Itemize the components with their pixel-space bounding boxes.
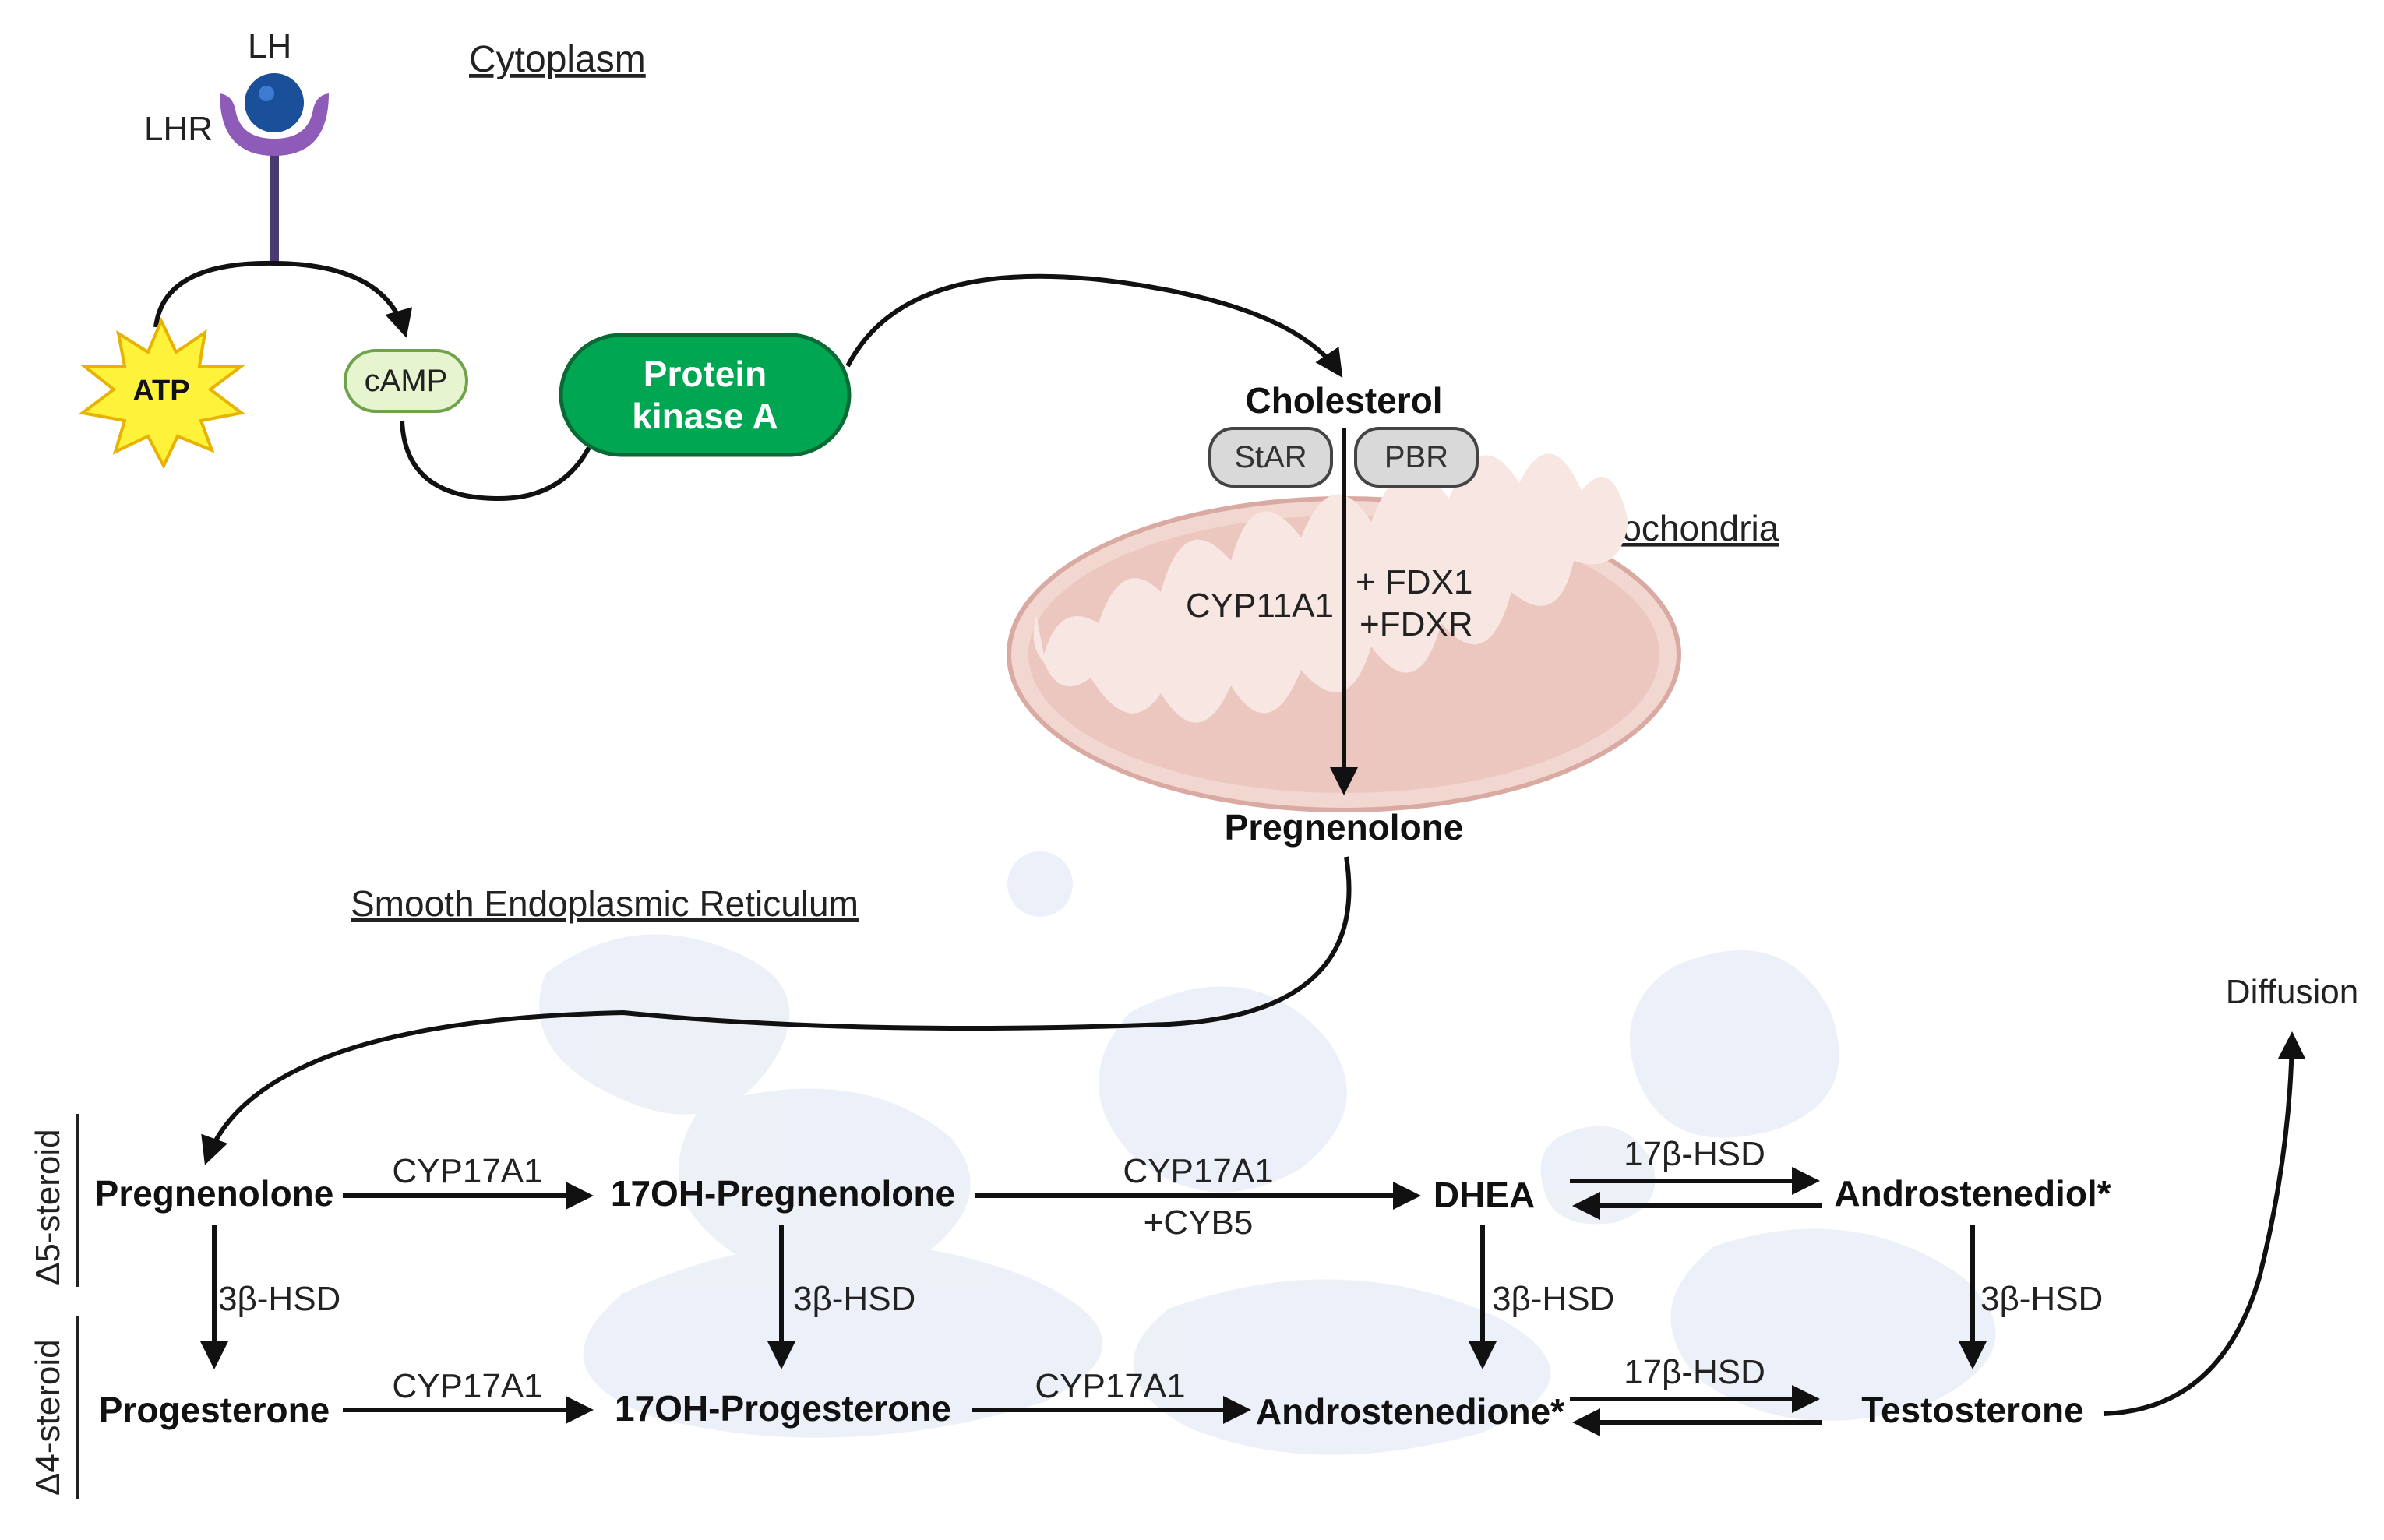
cyp17a1-label-1: CYP17A1 — [392, 1152, 542, 1190]
star-label: StAR — [1234, 440, 1307, 474]
atp-to-camp-arrow — [153, 260, 413, 338]
17oh-pregnenolone-label: 17OH-Pregnenolone — [611, 1173, 955, 1214]
fdx1-label: + FDX1 — [1356, 563, 1472, 601]
17oh-progesterone-label: 17OH-Progesterone — [615, 1388, 951, 1429]
lh-receptor — [220, 73, 329, 265]
cholesterol-label: Cholesterol — [1245, 380, 1442, 421]
camp-label: cAMP — [365, 364, 448, 398]
3b-hsd-label-1: 3β-HSD — [218, 1280, 340, 1318]
cytoplasm-label: Cytoplasm — [469, 39, 646, 80]
pbr-label: PBR — [1384, 440, 1448, 474]
androstenedione-label: Androstenedione* — [1256, 1391, 1564, 1432]
dhea-label: DHEA — [1434, 1175, 1535, 1215]
camp-to-pka-arrow — [400, 416, 607, 502]
testosterone-diffusion-arrow — [2103, 1031, 2306, 1416]
delta5-label: Δ5-steroid — [29, 1129, 67, 1285]
testosterone-label: Testosterone — [1861, 1390, 2083, 1430]
cyp11a1-label: CYP11A1 — [1186, 587, 1334, 625]
progesterone-label: Progesterone — [99, 1390, 330, 1430]
17b-hsd-label-top: 17β-HSD — [1624, 1135, 1765, 1173]
protein-kinase-a-box — [559, 333, 852, 457]
pka-label-line1: Protein — [644, 354, 767, 394]
diffusion-label: Diffusion — [2226, 973, 2358, 1011]
androstenediol-label: Androstenediol* — [1834, 1173, 2111, 1214]
pregnenolone-label: Pregnenolone — [95, 1173, 334, 1214]
pregnenolone-to-ser-arrow — [201, 856, 1352, 1165]
lh-label: LH — [248, 27, 291, 65]
pregnenolone-mito-label: Pregnenolone — [1225, 807, 1464, 848]
cyp17a1-label-4: CYP17A1 — [1035, 1367, 1185, 1405]
delta4-label: Δ4-steroid — [29, 1339, 67, 1496]
atp-label: ATP — [132, 375, 189, 407]
lhr-label: LHR — [144, 110, 213, 148]
cyp17a1-label-3: CYP17A1 — [392, 1367, 542, 1405]
lh-ligand-icon — [245, 73, 304, 132]
atp-star-icon — [79, 317, 246, 470]
fdxr-label: +FDXR — [1360, 605, 1472, 643]
3b-hsd-label-2: 3β-HSD — [793, 1280, 915, 1318]
ser-label: Smooth Endoplasmic Reticulum — [351, 883, 859, 924]
3b-hsd-label-3: 3β-HSD — [1492, 1280, 1614, 1318]
pka-to-cholesterol-arrow — [845, 273, 1343, 378]
3b-hsd-label-4: 3β-HSD — [1980, 1280, 2103, 1318]
pbr-transporter — [1354, 427, 1479, 488]
cyp17a1-label-2: CYP17A1 — [1123, 1152, 1273, 1190]
camp-pill — [344, 349, 468, 413]
pka-label-line2: kinase A — [632, 396, 778, 436]
cyb5-label: +CYB5 — [1144, 1203, 1254, 1242]
star-transporter — [1208, 427, 1333, 488]
17b-hsd-label-bottom: 17β-HSD — [1624, 1353, 1765, 1391]
